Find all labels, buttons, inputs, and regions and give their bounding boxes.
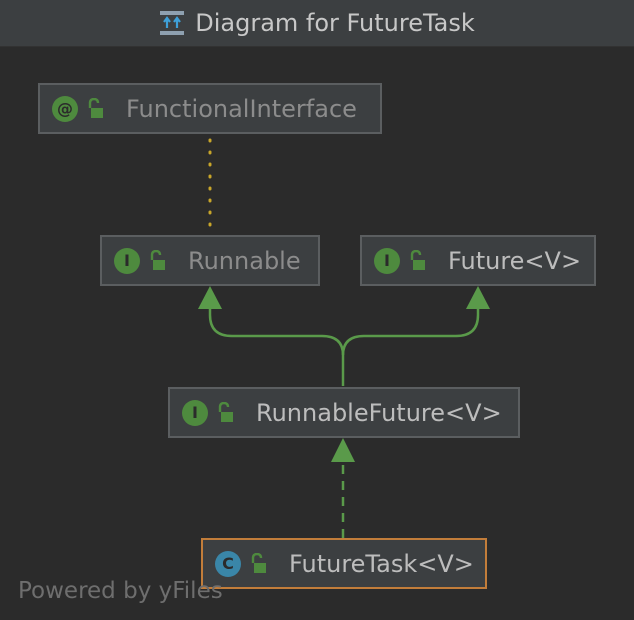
interface-badge-icon: I <box>374 247 400 274</box>
node-label: FunctionalInterface <box>126 94 357 123</box>
node-future-task[interactable]: C FutureTask<V> <box>201 538 487 589</box>
extends-edge-future <box>341 306 480 356</box>
interface-badge-icon: I <box>182 399 208 426</box>
extends-edge-runnable <box>208 306 345 386</box>
unlocked-padlock-icon <box>150 249 165 270</box>
arrowhead-runnable <box>198 286 222 309</box>
node-label: FutureTask<V> <box>289 549 474 578</box>
node-future[interactable]: I Future<V> <box>360 235 596 286</box>
node-label: RunnableFuture<V> <box>256 398 502 427</box>
powered-by-text: Powered by yFiles <box>18 578 223 604</box>
arrowhead-future <box>466 286 490 309</box>
arrowhead-runnable-future <box>331 438 355 462</box>
hierarchy-diagram-icon <box>160 11 185 35</box>
node-functional-interface[interactable]: @ FunctionalInterface <box>38 83 382 134</box>
unlocked-padlock-icon <box>88 97 103 118</box>
node-label: Future<V> <box>448 246 582 275</box>
node-label: Runnable <box>188 246 301 275</box>
unlocked-padlock-icon <box>251 552 266 573</box>
class-badge-icon: C <box>215 550 241 577</box>
node-runnable-future[interactable]: I RunnableFuture<V> <box>168 387 520 438</box>
node-runnable[interactable]: I Runnable <box>100 235 320 286</box>
annotation-badge-icon: @ <box>52 95 78 122</box>
title-bar: Diagram for FutureTask <box>0 0 634 47</box>
interface-badge-icon: I <box>114 247 140 274</box>
unlocked-padlock-icon <box>218 401 233 422</box>
unlocked-padlock-icon <box>410 249 425 270</box>
window-title: Diagram for FutureTask <box>195 9 475 37</box>
